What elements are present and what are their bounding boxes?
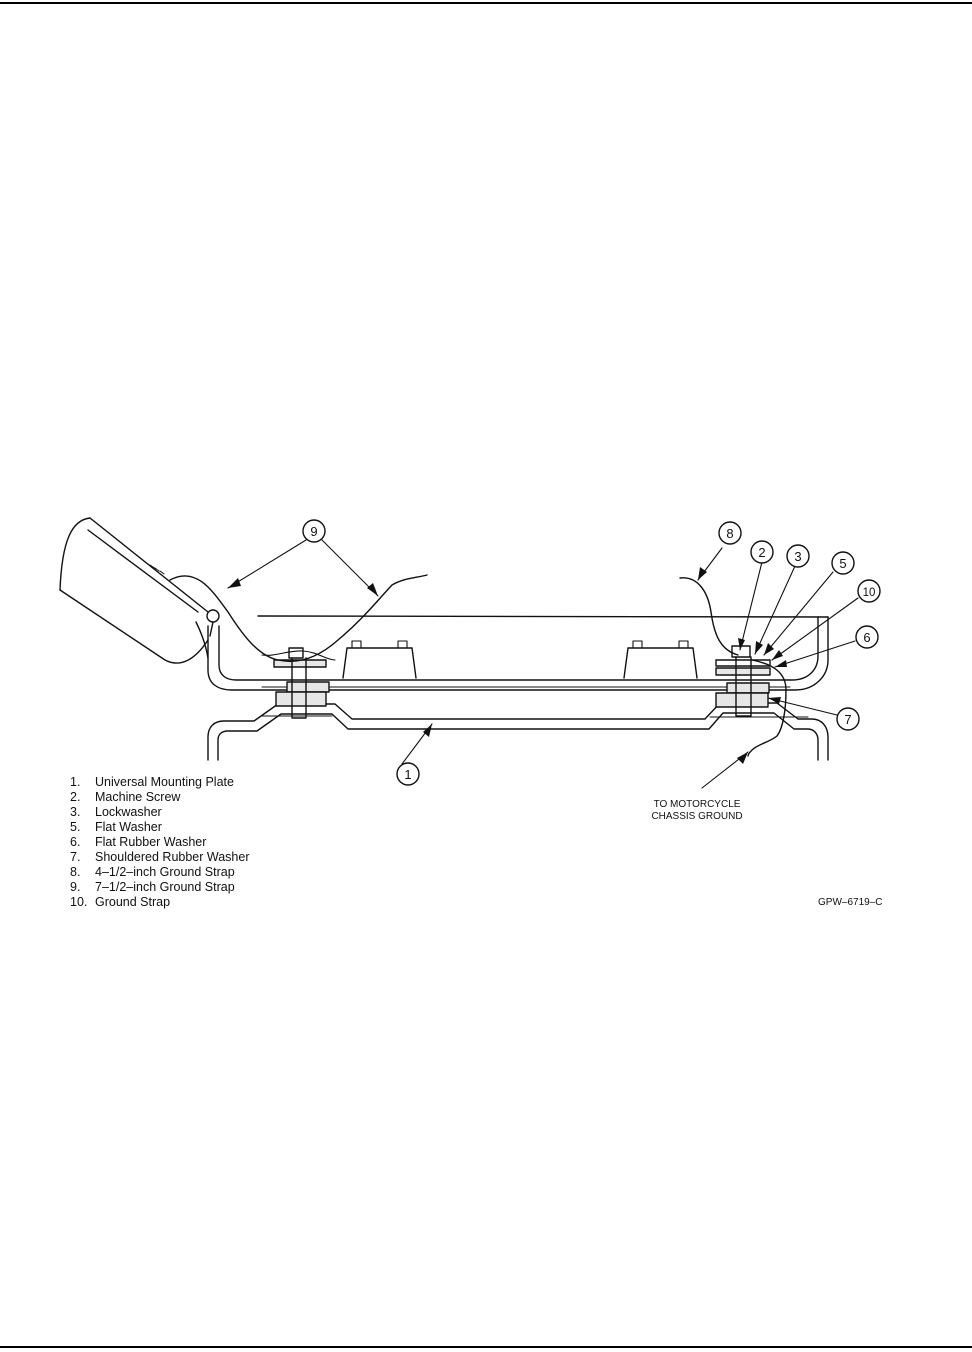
callout-2: 2	[758, 545, 765, 560]
legend-label: Lockwasher	[95, 805, 162, 820]
legend-item: 3. Lockwasher	[70, 805, 330, 820]
legend-item: 2. Machine Screw	[70, 790, 330, 805]
legend-item: 1. Universal Mounting Plate	[70, 775, 330, 790]
tilted-case	[60, 518, 208, 663]
callout-6: 6	[863, 630, 870, 645]
legend-number: 2.	[70, 790, 80, 805]
hinge-ball	[207, 610, 219, 622]
bottom-rule	[0, 1346, 972, 1348]
callout-7: 7	[844, 712, 851, 727]
legend-label: Shouldered Rubber Washer	[95, 850, 250, 865]
foot-block-left	[343, 641, 416, 678]
legend-label: Universal Mounting Plate	[95, 775, 234, 790]
callout-10: 10	[863, 587, 876, 599]
legend-number: 3.	[70, 805, 80, 820]
callout-8: 8	[726, 526, 733, 541]
legend-label: 7–1/2–inch Ground Strap	[95, 880, 235, 895]
legend-number: 1.	[70, 775, 80, 790]
legend-item: 9. 7–1/2–inch Ground Strap	[70, 880, 330, 895]
callout-1: 1	[404, 767, 411, 782]
legend-item: 7. Shouldered Rubber Washer	[70, 850, 330, 865]
fastener-stack-right	[716, 646, 770, 716]
parts-legend: 1. Universal Mounting Plate 2. Machine Scr…	[70, 775, 330, 910]
legend-label: Machine Screw	[95, 790, 180, 805]
legend-label: Flat Washer	[95, 820, 162, 835]
chassis-ground-note-line2: CHASSIS GROUND	[651, 811, 742, 822]
figure-id: GPW–6719–C	[818, 897, 882, 908]
callout-3: 3	[794, 549, 801, 564]
hinge-post	[210, 622, 213, 636]
legend-label: Ground Strap	[95, 895, 170, 910]
legend-item: 6. Flat Rubber Washer	[70, 835, 330, 850]
legend-number: 7.	[70, 850, 80, 865]
legend-number: 6.	[70, 835, 80, 850]
legend-number: 5.	[70, 820, 80, 835]
legend-item: 5. Flat Washer	[70, 820, 330, 835]
universal-mounting-plate	[208, 703, 828, 760]
legend-number: 9.	[70, 880, 80, 895]
legend-item: 10. Ground Strap	[70, 895, 330, 910]
legend-number: 8.	[70, 865, 80, 880]
chassis-ground-note-line1: TO MOTORCYCLE	[654, 799, 741, 810]
legend-item: 8. 4–1/2–inch Ground Strap	[70, 865, 330, 880]
legend-number: 10.	[70, 895, 87, 910]
callout-5: 5	[839, 556, 846, 571]
legend-label: Flat Rubber Washer	[95, 835, 206, 850]
legend-label: 4–1/2–inch Ground Strap	[95, 865, 235, 880]
foot-block-right	[624, 641, 697, 678]
callout-9: 9	[310, 524, 317, 539]
